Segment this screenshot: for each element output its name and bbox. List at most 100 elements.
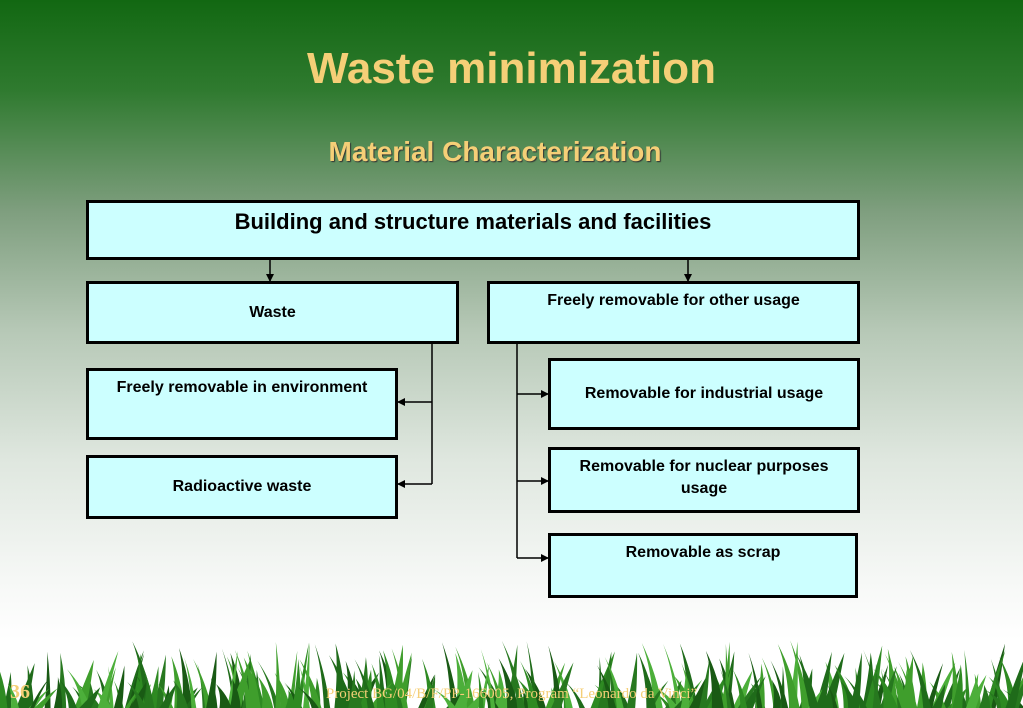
grass-blade (873, 668, 898, 708)
grass-blade (638, 652, 657, 708)
grass-blade (596, 665, 617, 708)
grass-blade (863, 649, 882, 708)
grass-blade (650, 689, 673, 708)
grass-blade (257, 676, 274, 708)
grass-blade (771, 679, 783, 708)
grass-blade (179, 648, 193, 708)
grass-blade (480, 649, 496, 708)
grass-blade (680, 672, 690, 708)
grass-blade (498, 658, 519, 708)
grass-blade (827, 684, 838, 708)
grass-blade (184, 657, 197, 708)
grass-blade (348, 670, 356, 708)
grass-blade (748, 652, 763, 708)
environment-node: Freely removable in environment (86, 368, 398, 440)
grass-blade (988, 676, 1012, 708)
grass-blade (952, 664, 963, 708)
grass-blade (418, 674, 435, 708)
grass-blade (1005, 661, 1023, 708)
grass-blade (964, 649, 971, 708)
grass-blade (654, 686, 679, 708)
grass-blade (641, 643, 663, 708)
grass-blade (34, 688, 58, 708)
grass-blade (494, 669, 506, 708)
grass-blade (0, 671, 8, 708)
grass-blade (257, 660, 281, 708)
grass-blade (30, 678, 49, 708)
grass-blade (705, 650, 724, 708)
grass-blade (626, 652, 638, 708)
scrap-node: Removable as scrap (548, 533, 858, 598)
other-usage-node: Freely removable for other usage (487, 281, 860, 344)
grass-blade (58, 678, 77, 708)
grass-blade (790, 640, 810, 708)
grass-blade (79, 687, 101, 708)
grass-blade (520, 660, 539, 708)
grass-blade (16, 663, 35, 708)
grass-blade (742, 684, 759, 708)
grass-blade (234, 649, 253, 708)
grass-blade (285, 689, 296, 708)
grass-blade (314, 644, 331, 708)
industrial-usage-node: Removable for industrial usage (548, 358, 860, 430)
grass-blade (127, 681, 147, 708)
grass-blade (248, 659, 265, 708)
grass-blade (777, 644, 800, 708)
grass-blade (3, 672, 12, 708)
slide-title: Waste minimization (306, 44, 717, 93)
grass-blade (880, 668, 888, 708)
grass-blade (297, 686, 319, 708)
grass-blade (442, 642, 459, 708)
grass-blade (210, 677, 218, 708)
grass-blade (424, 674, 436, 708)
grass-blade (884, 653, 907, 708)
grass-blade (173, 680, 188, 708)
grass-blade (216, 684, 232, 708)
grass-blade (526, 641, 538, 708)
grass-blade (732, 669, 748, 708)
grass-blade (521, 688, 530, 708)
grass-blade (292, 659, 301, 708)
grass-blade (334, 643, 346, 708)
grass-blade (501, 640, 525, 708)
grass-blade (275, 641, 281, 708)
grass-blade (699, 658, 710, 708)
grass-blade (383, 650, 398, 708)
grass-blade (455, 646, 476, 708)
grass-blade (354, 659, 375, 708)
grass-blade (926, 663, 944, 708)
grass-blade (689, 676, 707, 708)
grass-blade (93, 689, 112, 708)
slide-number: 36 (10, 681, 30, 703)
grass-blade (371, 663, 385, 708)
grass-blade (453, 670, 473, 708)
radioactive-waste-node: Radioactive waste (86, 455, 398, 519)
grass-blade (433, 689, 457, 708)
slide-subtitle: Material Characterization (328, 136, 662, 167)
grass-blade (864, 645, 883, 708)
grass-blade (821, 653, 845, 708)
grass-blade (229, 678, 241, 708)
grass-blade (148, 666, 159, 708)
root-node: Building and structure materials and fac… (86, 200, 860, 260)
grass-blade (795, 653, 819, 708)
grass-blade (965, 673, 979, 708)
grass-blade (142, 665, 155, 708)
grass-blade (663, 644, 683, 708)
grass-decoration (0, 640, 1023, 708)
grass-blade (840, 680, 859, 708)
grass-blade (113, 665, 125, 708)
grass-blade (844, 676, 867, 708)
grass-blade (389, 644, 403, 708)
grass-blade (7, 683, 19, 708)
grass-blade (66, 669, 91, 708)
grass-blade (932, 684, 946, 708)
grass-blade (604, 656, 624, 708)
waste-node: Waste (86, 281, 459, 344)
grass-blade (25, 665, 34, 708)
grass-blade (719, 668, 732, 708)
nuclear-purposes-node: Removable for nuclear purposes usage (548, 447, 860, 513)
grass-blade (979, 684, 991, 708)
grass-blade (909, 649, 932, 708)
